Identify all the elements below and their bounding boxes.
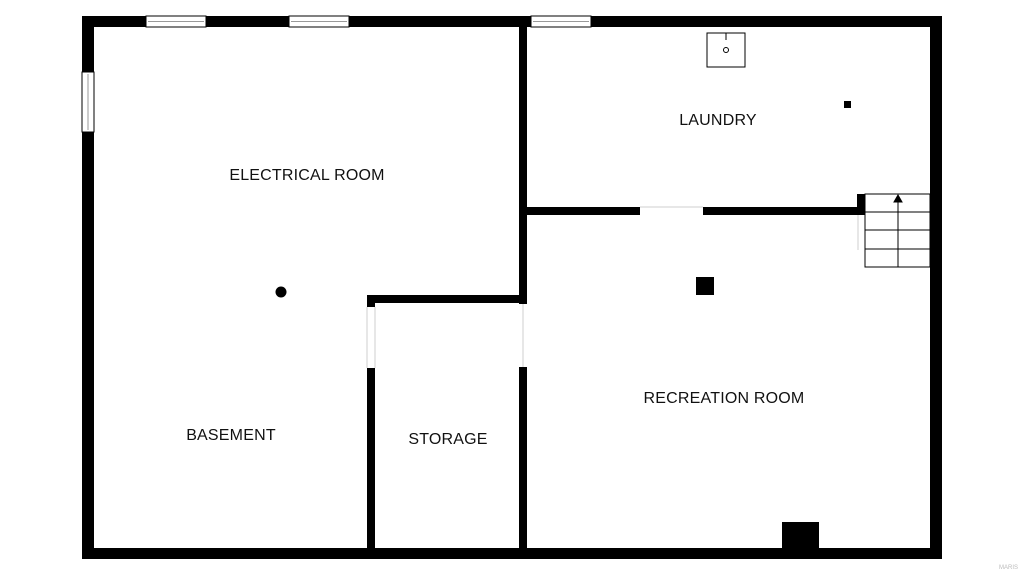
sink-icon <box>706 32 746 68</box>
room-label-basement: BASEMENT <box>186 427 276 444</box>
column-icon <box>275 286 287 298</box>
window-icon <box>530 15 592 28</box>
outer-walls <box>82 16 942 559</box>
chimney-icon <box>782 522 819 550</box>
window-icon <box>288 15 350 28</box>
column-icon <box>696 277 714 295</box>
room-label-electrical: ELECTRICAL ROOM <box>229 167 385 184</box>
floor-drain-icon <box>844 101 851 108</box>
room-label-storage: STORAGE <box>408 431 488 448</box>
window-icon <box>145 15 207 28</box>
watermark: MARIS <box>998 565 1018 571</box>
window-icon <box>81 71 95 133</box>
room-label-laundry: LAUNDRY <box>679 112 757 129</box>
room-label-recreation: RECREATION ROOM <box>643 390 805 407</box>
interior-walls <box>367 27 865 550</box>
stairs-icon <box>857 193 931 268</box>
door-openings <box>366 206 703 368</box>
